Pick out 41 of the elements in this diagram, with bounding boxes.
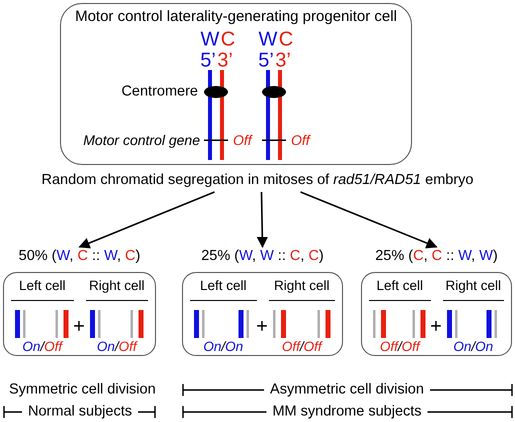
expression-status: On/Off [96,339,139,355]
gene-label: Motor control gene [83,132,200,148]
expression-status: On/On [202,339,244,355]
strand-letter: C [220,28,236,52]
daughter-cells-panel [3,248,156,356]
strand-letter: W [200,28,220,52]
cell-label: Left cell [18,278,67,294]
probability-heading: 25% (W, W :: C, C) [200,248,325,265]
gene-state-label: Off [233,132,252,148]
expression-status: On/Off [21,339,64,355]
arrow [300,191,438,248]
subject-group-label: Normal subjects [22,404,138,420]
division-type-label: Asymmetric cell division [264,382,430,398]
strand-letter: C [278,28,294,52]
strand-end-label: 5’ [200,50,216,72]
expression-status: On/On [452,339,494,355]
cell-label: Left cell [375,278,424,294]
cell-label: Left cell [198,278,248,294]
probability-heading: 50% (W, C :: W, C) [18,248,142,265]
gene-state-label: Off [291,132,310,148]
probability-heading: 25% (C, C :: W, W) [374,248,499,265]
plus-sign: + [430,316,442,338]
plus-sign: + [256,316,268,338]
expression-status: Off/Off [280,339,324,355]
expression-status: Off/Off [378,339,422,355]
arrow [78,191,215,248]
cell-title: Motor control laterality-generating progenitor cell [74,8,398,26]
segregation-text: Random chromatid segregation in mitoses of rad51/RAD51 embryo [30,172,485,192]
daughter-cells-panel [361,248,512,356]
plus-sign: + [73,316,85,338]
subject-group-label: MM syndrome subjects [266,404,428,420]
cell-label: Right cell [272,278,331,294]
centromere-label: Centromere [121,84,198,100]
strand-letter: W [258,28,278,52]
daughter-cells-panel [182,248,343,356]
strand-end-label: 3’ [217,50,233,72]
cell-label: Right cell [444,278,502,294]
arrow [256,192,268,248]
strand-end-label: 3’ [275,50,291,72]
strand-end-label: 5’ [258,50,274,72]
cell-label: Right cell [88,278,146,294]
